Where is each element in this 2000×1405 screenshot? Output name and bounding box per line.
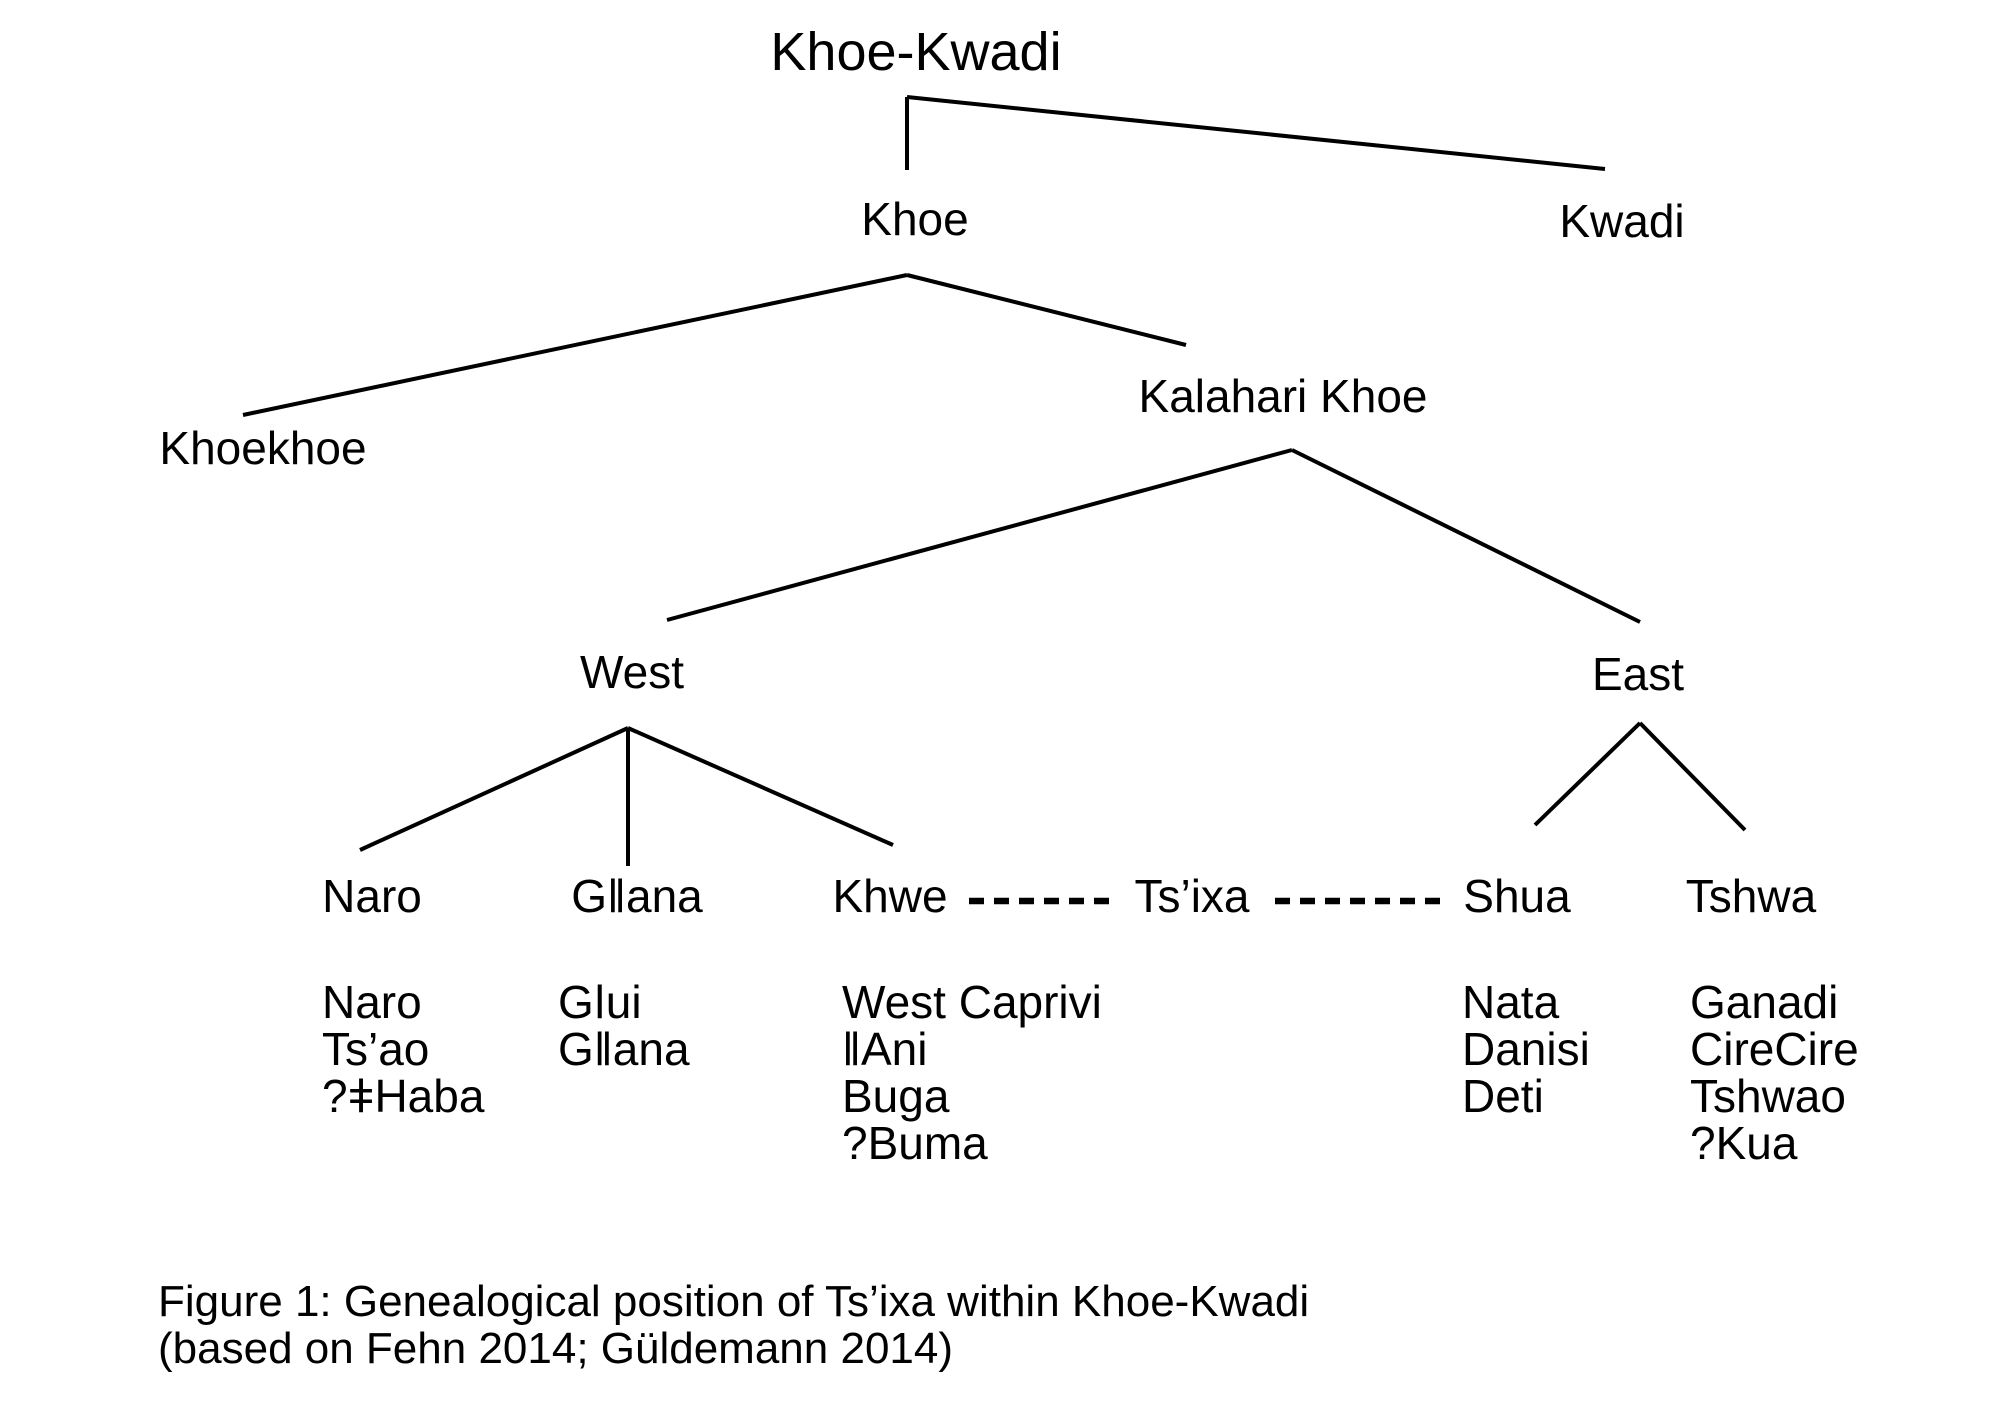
node-khwe: Khwe [832, 870, 948, 922]
node-khoe: Khoe [861, 193, 969, 245]
varieties-naro: Naro Ts’ao ?ǂHaba [322, 976, 485, 1122]
node-gana: Gǁana [571, 870, 703, 922]
varieties-tshwa: Ganadi CireCire Tshwao ?Kua [1690, 976, 1859, 1169]
node-tsixa: Ts’ixa [1134, 870, 1250, 922]
edge-east-tshwa [1638, 721, 1747, 832]
node-west: West [580, 646, 684, 698]
node-khoe-kwadi: Khoe-Kwadi [770, 22, 1062, 82]
node-khoekhoe: Khoekhoe [159, 422, 367, 474]
node-shua: Shua [1463, 870, 1571, 922]
edge-kalaharikhoe-west [666, 448, 1293, 622]
node-kwadi: Kwadi [1559, 195, 1685, 247]
figure-caption: Figure 1: Genealogical position of Ts’ix… [158, 1278, 1309, 1372]
caption-line-2: (based on Fehn 2014; Güldemann 2014) [158, 1324, 954, 1373]
edge-kalaharikhoe-east [1291, 448, 1641, 624]
edge-west-khwe [627, 726, 894, 847]
edge-khoe-kalaharikhoe [906, 273, 1187, 347]
varieties-shua: Nata Danisi Deti [1462, 976, 1590, 1122]
varieties-khwe: West Caprivi ǁAni Buga ?Buma [842, 976, 1102, 1169]
node-naro: Naro [322, 870, 422, 922]
edge-khoekwadi-kwadi [906, 95, 1606, 171]
edge-west-naro [359, 726, 629, 852]
edge-east-shua [1533, 721, 1642, 827]
varieties-gana: Gǀui Gǁana [558, 976, 690, 1075]
node-kalahari-khoe: Kalahari Khoe [1138, 370, 1428, 422]
node-tshwa: Tshwa [1685, 870, 1817, 922]
node-east: East [1591, 648, 1685, 700]
caption-line-1: Figure 1: Genealogical position of Ts’ix… [158, 1277, 1310, 1326]
edge-khoe-khoekhoe [242, 273, 908, 417]
